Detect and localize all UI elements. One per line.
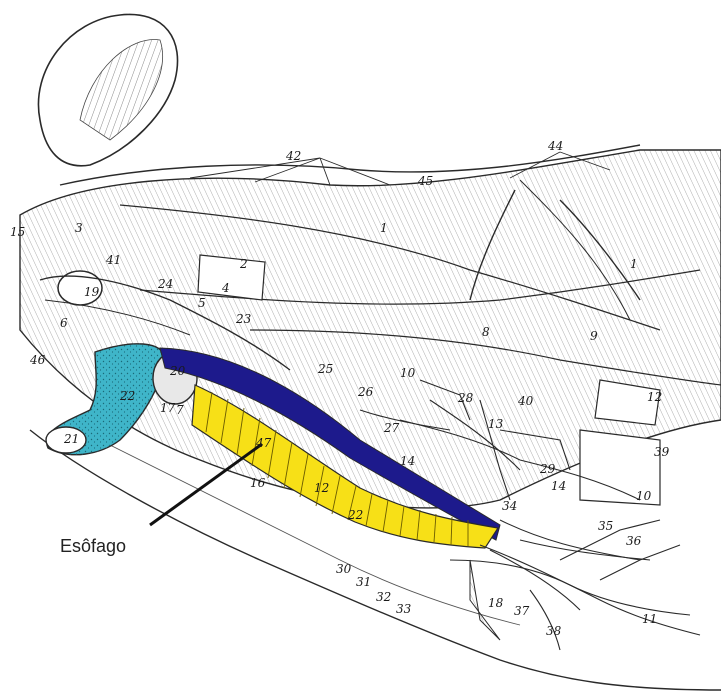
label-number: 13	[488, 417, 504, 431]
label-number: 11	[642, 612, 657, 626]
label-number: 19	[84, 285, 100, 299]
label-number: 33	[396, 602, 412, 616]
label-number: 23	[235, 312, 252, 326]
label-number: 6	[60, 316, 68, 330]
label-number: 34	[502, 499, 517, 513]
label-number: 46	[29, 353, 46, 367]
label-number: 26	[357, 385, 374, 399]
label-number: 24	[157, 277, 173, 291]
label-number: 7	[176, 403, 184, 417]
label-number: 12	[647, 390, 662, 404]
label-number: 37	[514, 604, 530, 618]
label-number: 36	[626, 534, 642, 548]
esophagus	[191, 384, 500, 549]
label-number: 38	[546, 624, 562, 638]
label-number: 45	[417, 174, 433, 188]
label-number: 16	[250, 476, 266, 490]
label-number: 12	[314, 481, 329, 495]
label-number: 1	[630, 257, 638, 271]
label-number: 28	[457, 391, 474, 405]
label-number: 18	[488, 596, 504, 610]
label-number: 30	[336, 562, 352, 576]
label-number: 15	[10, 225, 25, 239]
esophagus-lumen	[159, 347, 501, 541]
label-number: 35	[598, 519, 613, 533]
label-number: 20	[169, 364, 186, 378]
label-number: 41	[105, 253, 121, 267]
label-number: 4	[221, 281, 230, 295]
label-number: 40	[517, 394, 534, 408]
callout-line	[149, 442, 263, 527]
label-number: 25	[317, 362, 333, 376]
ear-structure	[37, 13, 179, 167]
label-number: 22	[347, 508, 363, 522]
label-number: 14	[400, 454, 415, 468]
callout-label: Esôfago	[60, 536, 126, 556]
label-number: 22	[119, 389, 135, 403]
label-number: 8	[482, 325, 490, 339]
hyoid-region	[39, 270, 291, 371]
label-number: 47	[255, 436, 272, 450]
label-number: 44	[547, 139, 563, 153]
nerve-branches	[359, 379, 701, 651]
label-number: 1	[380, 221, 388, 235]
label-number: 42	[285, 149, 301, 163]
label-number: 21	[63, 432, 79, 446]
label-number: 3	[75, 221, 83, 235]
label-number: 9	[590, 329, 598, 343]
label-number: 29	[539, 462, 556, 476]
label-number: 27	[383, 421, 400, 435]
label-number: 5	[198, 296, 206, 310]
label-number: 32	[376, 590, 391, 604]
label-number: 31	[356, 575, 371, 589]
label-number: 2	[239, 257, 248, 271]
label-number: 10	[636, 489, 652, 503]
label-number: 14	[551, 479, 566, 493]
label-number: 10	[400, 366, 416, 380]
trachea-blue-region	[45, 343, 166, 456]
label-number: 39	[654, 445, 670, 459]
leader-lines	[189, 151, 611, 186]
label-number: 17	[160, 401, 176, 415]
